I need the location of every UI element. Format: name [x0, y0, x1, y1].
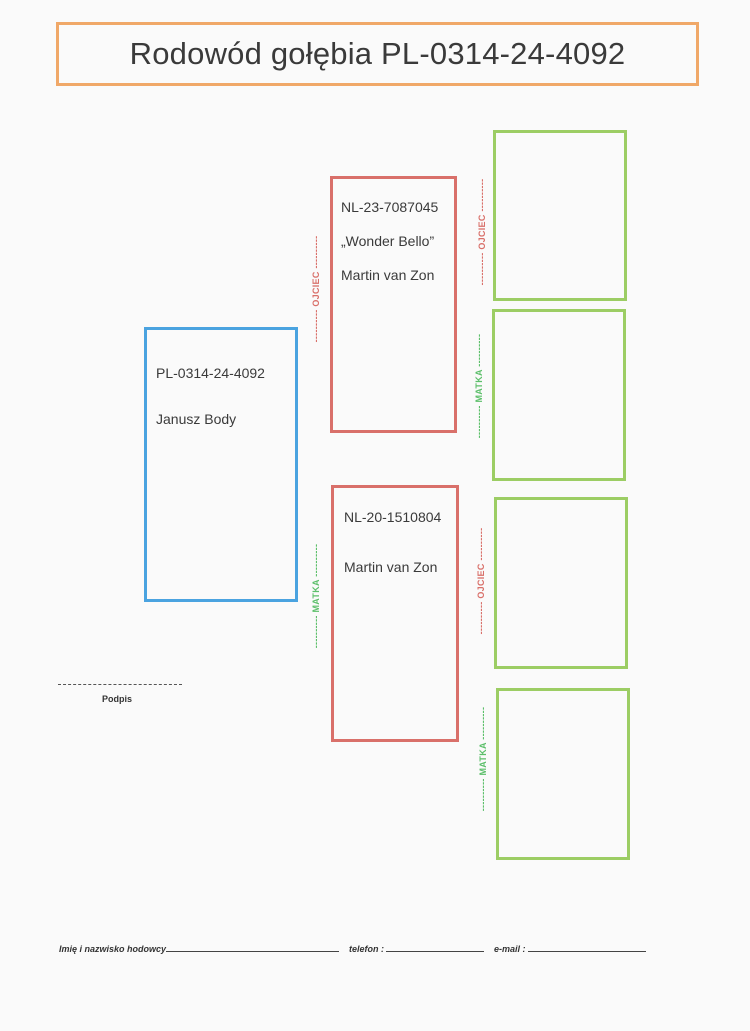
signature-line[interactable] [58, 684, 182, 685]
dam-box: NL-20-1510804 Martin van Zon [331, 485, 459, 742]
sire-ring: NL-23-7087045 [341, 199, 439, 215]
bird-ring: PL-0314-24-4092 [156, 365, 265, 381]
sire-father-box [493, 130, 627, 301]
page-title: Rodowód gołębia PL-0314-24-4092 [129, 36, 626, 71]
dam-ring: NL-20-1510804 [344, 509, 442, 525]
email-field[interactable] [527, 941, 646, 952]
breeder-name-label: Imię i nazwisko hodowcy [59, 944, 167, 954]
sire-mother-box [492, 309, 626, 481]
signature-label: Podpis [102, 694, 133, 704]
phone-field[interactable] [386, 941, 485, 952]
phone-label: telefon : [349, 944, 385, 954]
dam-father-box [494, 497, 628, 669]
breeder-footer: Imię i nazwisko hodowcy telefon : e-mail… [59, 941, 646, 954]
title-box: Rodowód gołębia PL-0314-24-4092 [56, 22, 699, 86]
bird-owner: Janusz Body [156, 411, 237, 427]
sire-box: NL-23-7087045 „Wonder Bello” Martin van … [330, 176, 457, 433]
dam-mother-box [496, 688, 630, 860]
sire-name: „Wonder Bello” [341, 233, 435, 249]
sire-breeder: Martin van Zon [341, 267, 435, 283]
breeder-name-field[interactable] [166, 941, 340, 952]
dam-breeder: Martin van Zon [344, 559, 438, 575]
email-label: e-mail : [494, 944, 526, 954]
bird-box: PL-0314-24-4092 Janusz Body [144, 327, 298, 602]
